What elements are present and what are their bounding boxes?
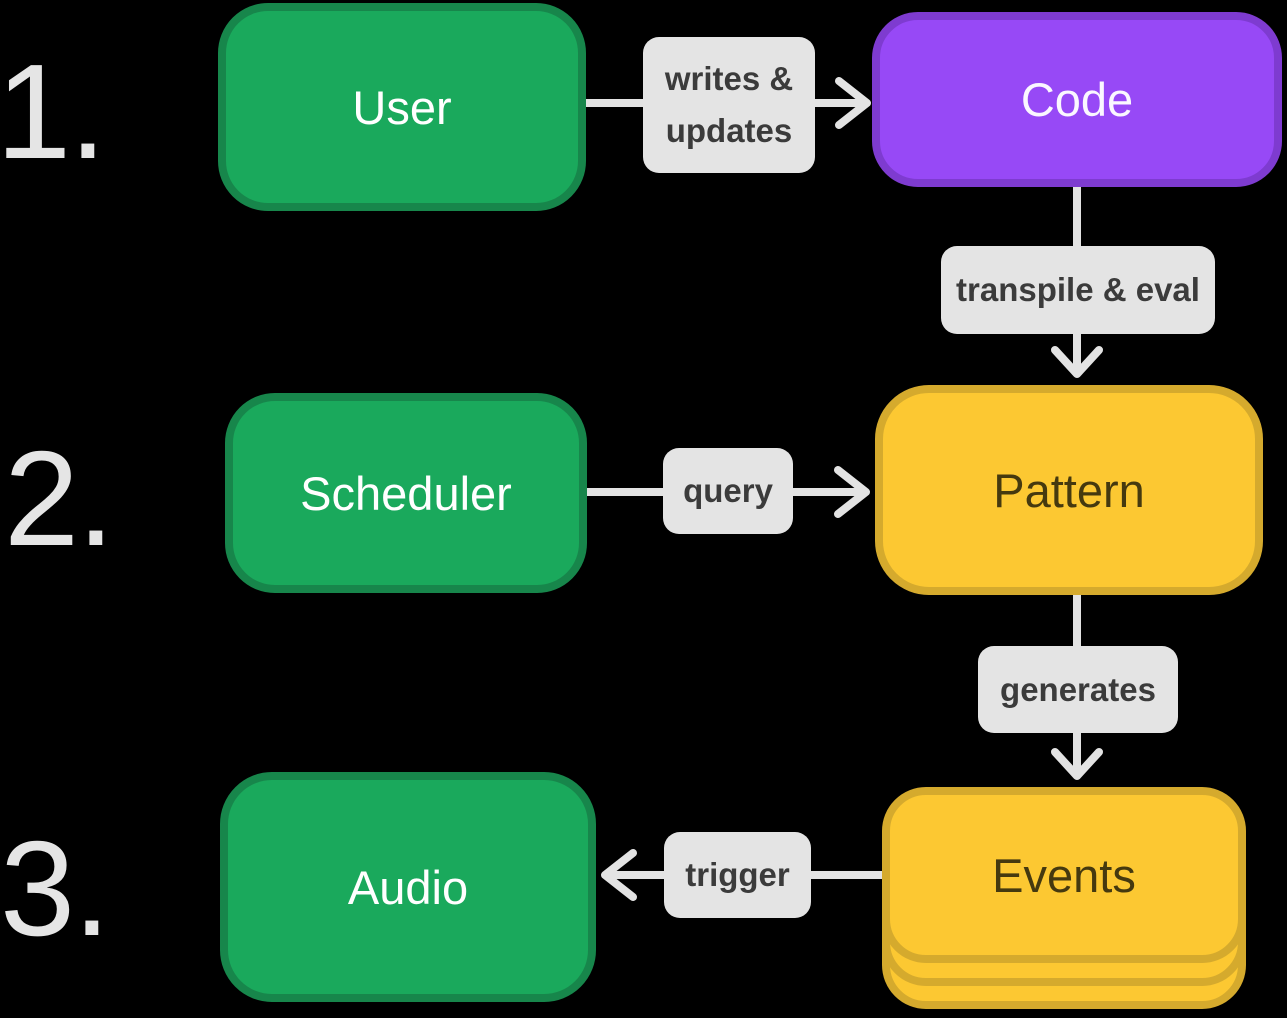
step-number-2: 2. xyxy=(4,423,115,574)
edge-label-generates-text: generates xyxy=(1000,670,1156,708)
node-events-label: Events xyxy=(992,848,1136,902)
edge-label-trigger: trigger xyxy=(664,832,811,918)
edge-label-transpile-eval: transpile & eval xyxy=(941,246,1215,334)
node-scheduler: Scheduler xyxy=(225,393,587,593)
arrow-code-to-pattern-arrowhead-icon xyxy=(1051,346,1103,378)
node-code-label: Code xyxy=(1020,73,1134,126)
arrow-user-to-code-arrowhead-icon xyxy=(835,77,871,129)
step-number-1: 1. xyxy=(0,36,107,187)
edge-label-transpile-eval-text: transpile & eval xyxy=(956,271,1200,308)
arrow-pattern-to-events-arrowhead-icon xyxy=(1051,748,1103,780)
edge-label-trigger-text: trigger xyxy=(685,856,790,893)
step-number-3: 3. xyxy=(0,813,111,964)
arrow-scheduler-to-pattern-arrowhead-icon xyxy=(834,466,870,518)
edge-label-query-text: query xyxy=(683,472,773,509)
edge-label-writes-updates-line1: writes & xyxy=(664,60,794,97)
node-code: Code xyxy=(872,12,1282,187)
node-audio-label: Audio xyxy=(347,860,469,914)
node-scheduler-label: Scheduler xyxy=(300,466,512,520)
arrow-events-to-audio-arrowhead-icon xyxy=(601,849,637,901)
node-events-stack: Events xyxy=(882,787,1246,1011)
edge-label-writes-updates-line2: updates xyxy=(665,112,793,149)
edge-label-writes-updates: writes & updates xyxy=(643,37,815,173)
edge-label-generates: generates xyxy=(978,646,1178,733)
node-user: User xyxy=(218,3,586,211)
edge-label-query: query xyxy=(663,448,793,534)
node-pattern: Pattern xyxy=(875,385,1263,595)
node-pattern-label: Pattern xyxy=(993,463,1145,517)
node-events: Events xyxy=(882,787,1246,963)
node-user-label: User xyxy=(352,80,452,134)
node-audio: Audio xyxy=(220,772,596,1002)
